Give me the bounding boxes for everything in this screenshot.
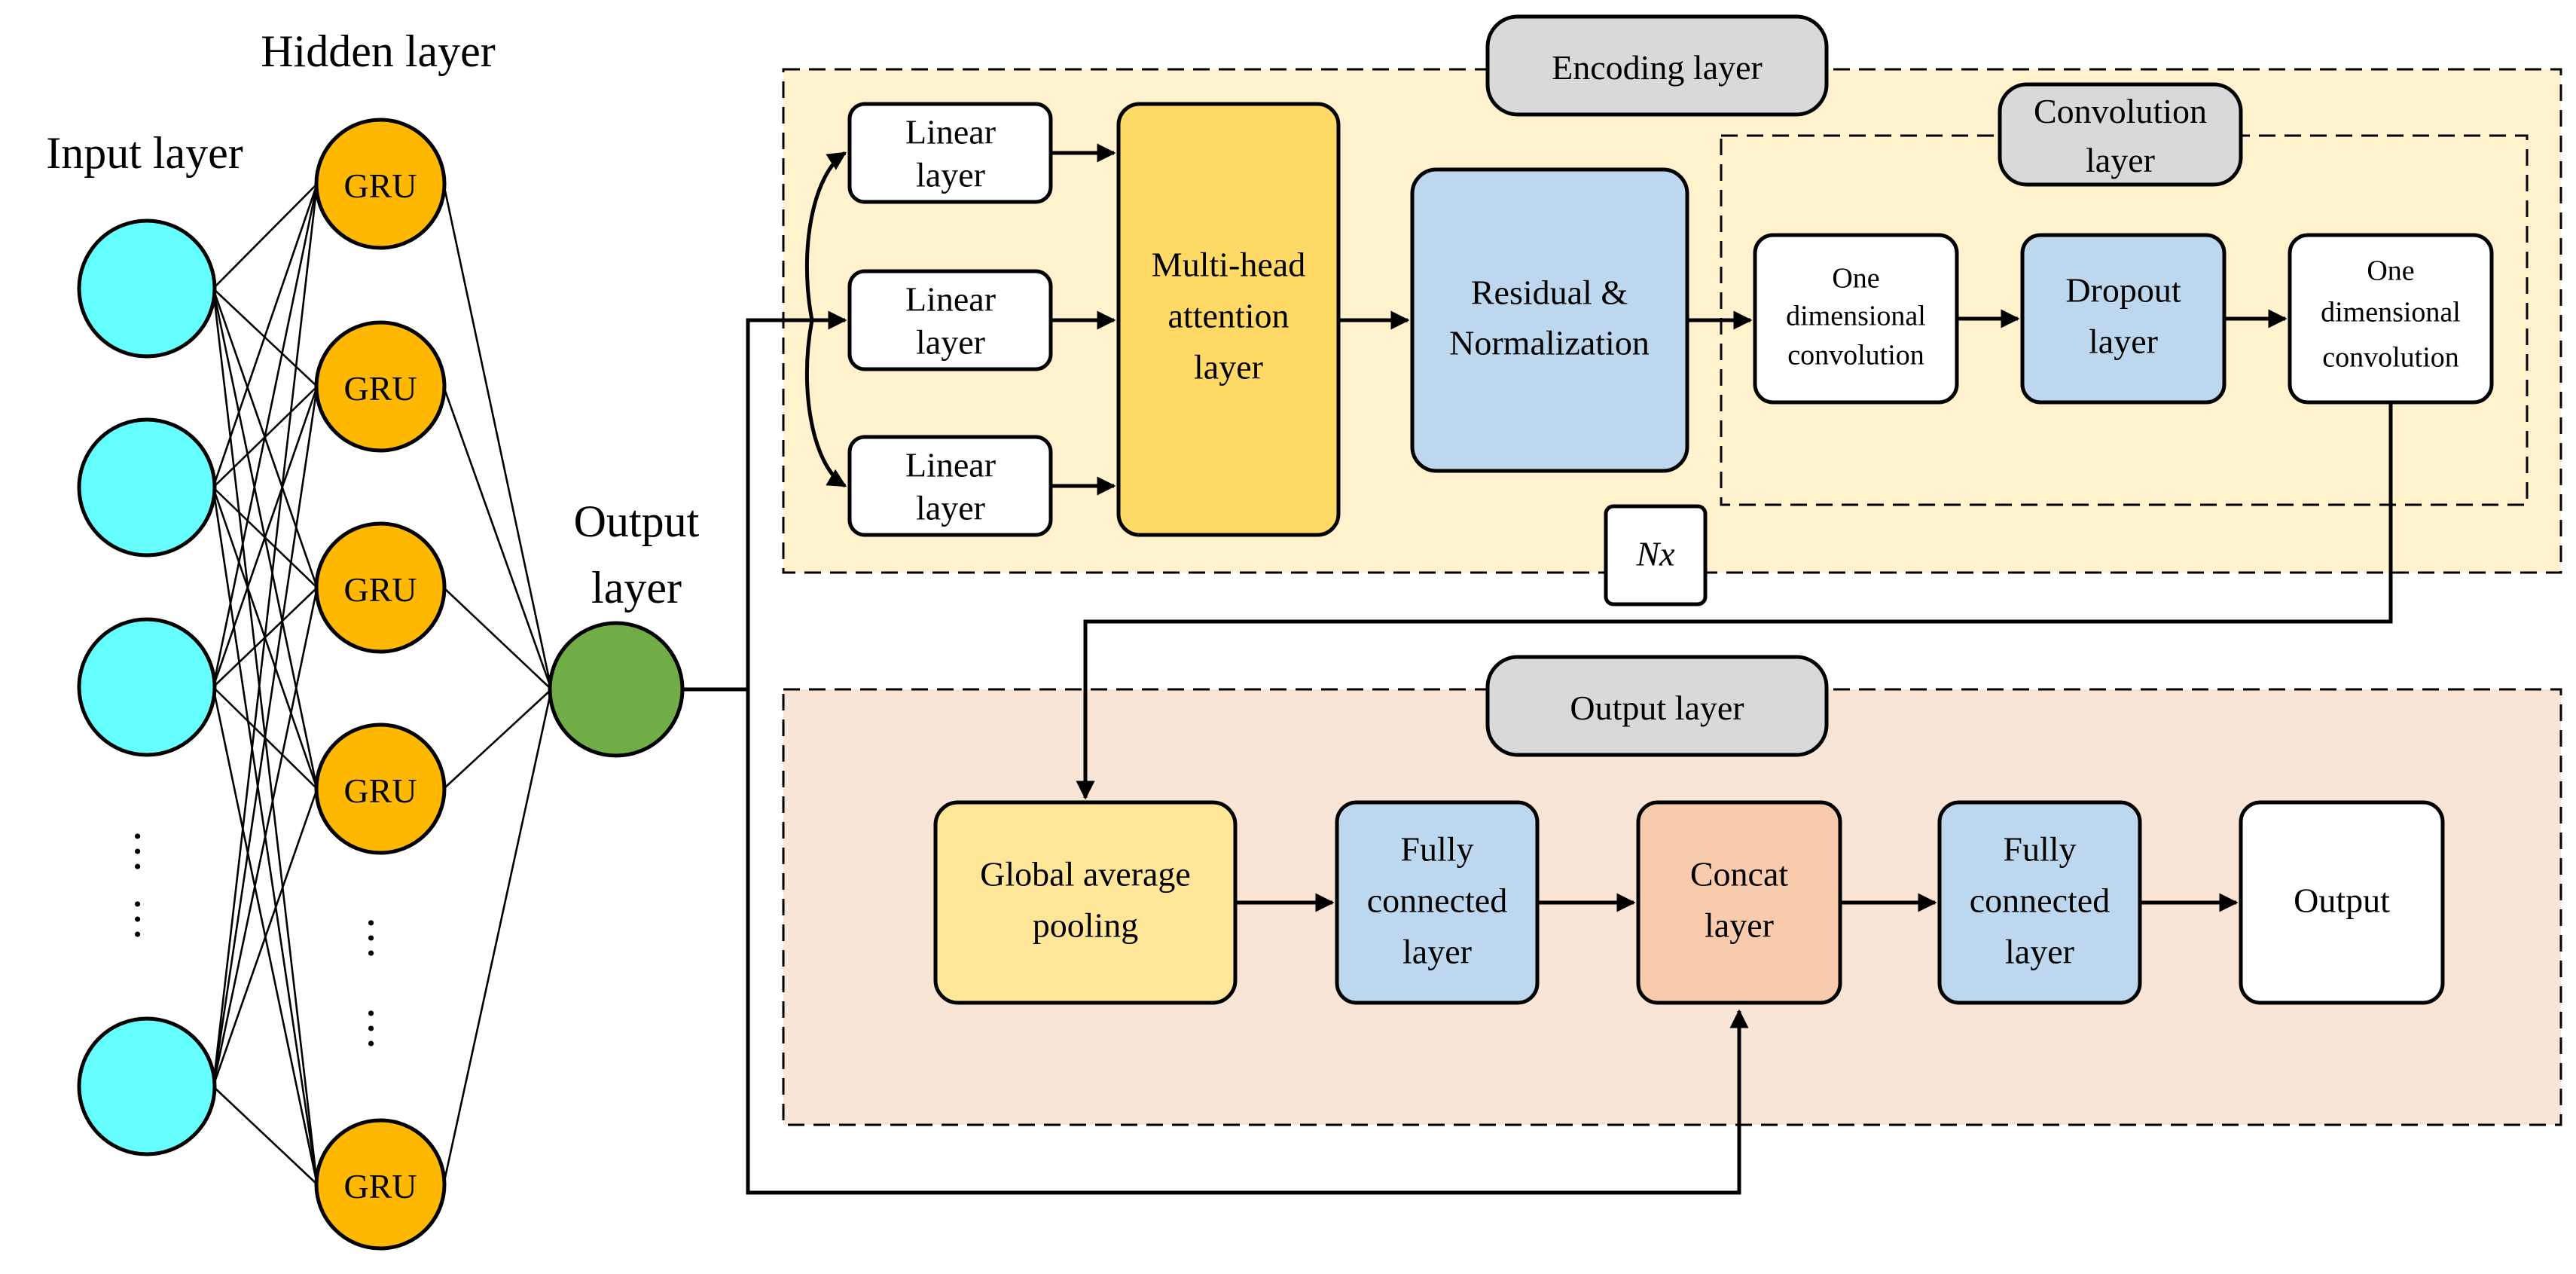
final-output-label: Output bbox=[2294, 881, 2390, 920]
input-hidden-edge bbox=[212, 183, 319, 1087]
gru-label: GRU bbox=[343, 771, 417, 810]
multihead-label-line2: attention bbox=[1168, 297, 1290, 335]
input-node bbox=[77, 417, 217, 558]
network-connections bbox=[212, 183, 553, 1185]
input-ellipsis-top: … bbox=[126, 829, 175, 874]
gap-label-line1: Global average bbox=[980, 855, 1191, 894]
fc1-label-line2: connected bbox=[1367, 881, 1507, 920]
convolution-title-box bbox=[1998, 82, 2243, 187]
hidden-ellipsis-bottom: … bbox=[359, 1006, 409, 1051]
gru-label: GRU bbox=[343, 1167, 417, 1205]
hidden-output-edge bbox=[442, 183, 553, 690]
hidden-output-edge bbox=[443, 587, 552, 690]
hidden-ellipsis: … … bbox=[359, 915, 409, 1051]
gru-label: GRU bbox=[343, 570, 417, 609]
gru-label: GRU bbox=[343, 369, 417, 408]
gru-node bbox=[314, 118, 447, 250]
linear-layer-label: layer bbox=[916, 156, 985, 194]
conv1d-2-label-line1: One bbox=[2367, 255, 2414, 287]
hidden-layer-label: Hidden layer bbox=[261, 26, 496, 76]
gru-node bbox=[314, 1118, 447, 1251]
conv1d-label-line3: convolution bbox=[1787, 340, 1924, 371]
output-layer-label-line2: layer bbox=[591, 563, 682, 613]
concat-layer-box bbox=[1636, 800, 1842, 1005]
concat-label-line1: Concat bbox=[1690, 855, 1789, 894]
input-ellipsis: … … bbox=[126, 829, 175, 942]
input-hidden-edge bbox=[212, 183, 319, 688]
residual-normalization-box bbox=[1410, 167, 1689, 473]
fc2-label-line3: layer bbox=[2005, 933, 2074, 971]
global-average-pooling-box bbox=[933, 800, 1238, 1005]
input-hidden-edge bbox=[212, 386, 319, 688]
trunk-to-linear-2 bbox=[746, 310, 847, 689]
encoding-title: Encoding layer bbox=[1552, 48, 1763, 87]
input-hidden-edge bbox=[212, 386, 319, 1087]
input-node bbox=[77, 1016, 217, 1156]
input-ellipsis-bottom: … bbox=[126, 897, 175, 942]
input-node bbox=[77, 617, 217, 757]
gru-node bbox=[314, 320, 447, 453]
split-to-linear-3 bbox=[804, 319, 847, 488]
hidden-output-edge bbox=[442, 689, 553, 1185]
gap-label-line2: pooling bbox=[1033, 906, 1139, 945]
hidden-ellipsis-top: … bbox=[359, 915, 409, 961]
residual-label-line2: Normalization bbox=[1449, 324, 1650, 362]
linear-layer-label: Linear bbox=[905, 446, 996, 484]
conv-to-gap bbox=[1076, 402, 2393, 800]
trunk-line bbox=[682, 687, 1749, 1195]
hidden-output-edge bbox=[442, 386, 553, 690]
fc2-label-line1: Fully bbox=[2003, 830, 2076, 869]
fc1-label-line3: layer bbox=[1402, 933, 1472, 971]
linear-layer-label: Linear bbox=[905, 280, 996, 319]
input-hidden-edge bbox=[212, 1086, 318, 1185]
dropout-box bbox=[2020, 233, 2227, 405]
conv1d-2-label-line3: convolution bbox=[2322, 342, 2459, 374]
residual-label-line1: Residual & bbox=[1471, 273, 1628, 312]
multihead-label-line1: Multi-head bbox=[1152, 246, 1305, 284]
input-node bbox=[77, 218, 217, 359]
input-nodes bbox=[77, 218, 217, 1156]
input-hidden-edge bbox=[212, 183, 319, 488]
hidden-nodes: GRU GRU GRU GRU GRU bbox=[314, 118, 447, 1251]
encoding-title-box bbox=[1485, 14, 1829, 117]
multihead-label-line3: layer bbox=[1194, 348, 1263, 386]
flow-arrows bbox=[682, 143, 2393, 1195]
final-output-box bbox=[2239, 800, 2445, 1005]
conv1d-2-label-line2: dimensional bbox=[2321, 297, 2461, 328]
gru-node bbox=[314, 723, 447, 855]
input-layer-label: Input layer bbox=[46, 128, 243, 178]
linear-layer-label: Linear bbox=[905, 113, 996, 151]
convolution-title-line2: layer bbox=[2086, 141, 2155, 179]
network-output-node bbox=[548, 621, 685, 758]
linear-layer-label: layer bbox=[916, 489, 985, 527]
output-title-box bbox=[1485, 655, 1829, 757]
fc1-label-line1: Fully bbox=[1400, 830, 1473, 869]
concat-label-line2: layer bbox=[1705, 906, 1774, 945]
conv1d-label-line1: One bbox=[1832, 263, 1879, 295]
dropout-label-line1: Dropout bbox=[2065, 271, 2181, 310]
hidden-output-edge bbox=[443, 689, 552, 790]
input-hidden-edge bbox=[212, 587, 319, 1087]
output-title: Output layer bbox=[1570, 689, 1744, 727]
gru-label: GRU bbox=[343, 167, 417, 205]
convolution-title-line1: Convolution bbox=[2034, 92, 2207, 130]
dropout-label-line2: layer bbox=[2089, 322, 2158, 361]
input-hidden-edge bbox=[212, 788, 319, 1087]
split-to-linear-1 bbox=[804, 151, 847, 321]
output-layer-label-line1: Output bbox=[574, 496, 700, 546]
gru-node bbox=[314, 521, 447, 654]
nx-box bbox=[1604, 504, 1708, 606]
linear-layer-label: layer bbox=[916, 323, 985, 362]
input-hidden-edge bbox=[212, 183, 318, 289]
conv1d-label-line2: dimensional bbox=[1786, 301, 1926, 332]
nx-label: Nx bbox=[1635, 535, 1675, 573]
fc2-label-line2: connected bbox=[1970, 881, 2110, 920]
